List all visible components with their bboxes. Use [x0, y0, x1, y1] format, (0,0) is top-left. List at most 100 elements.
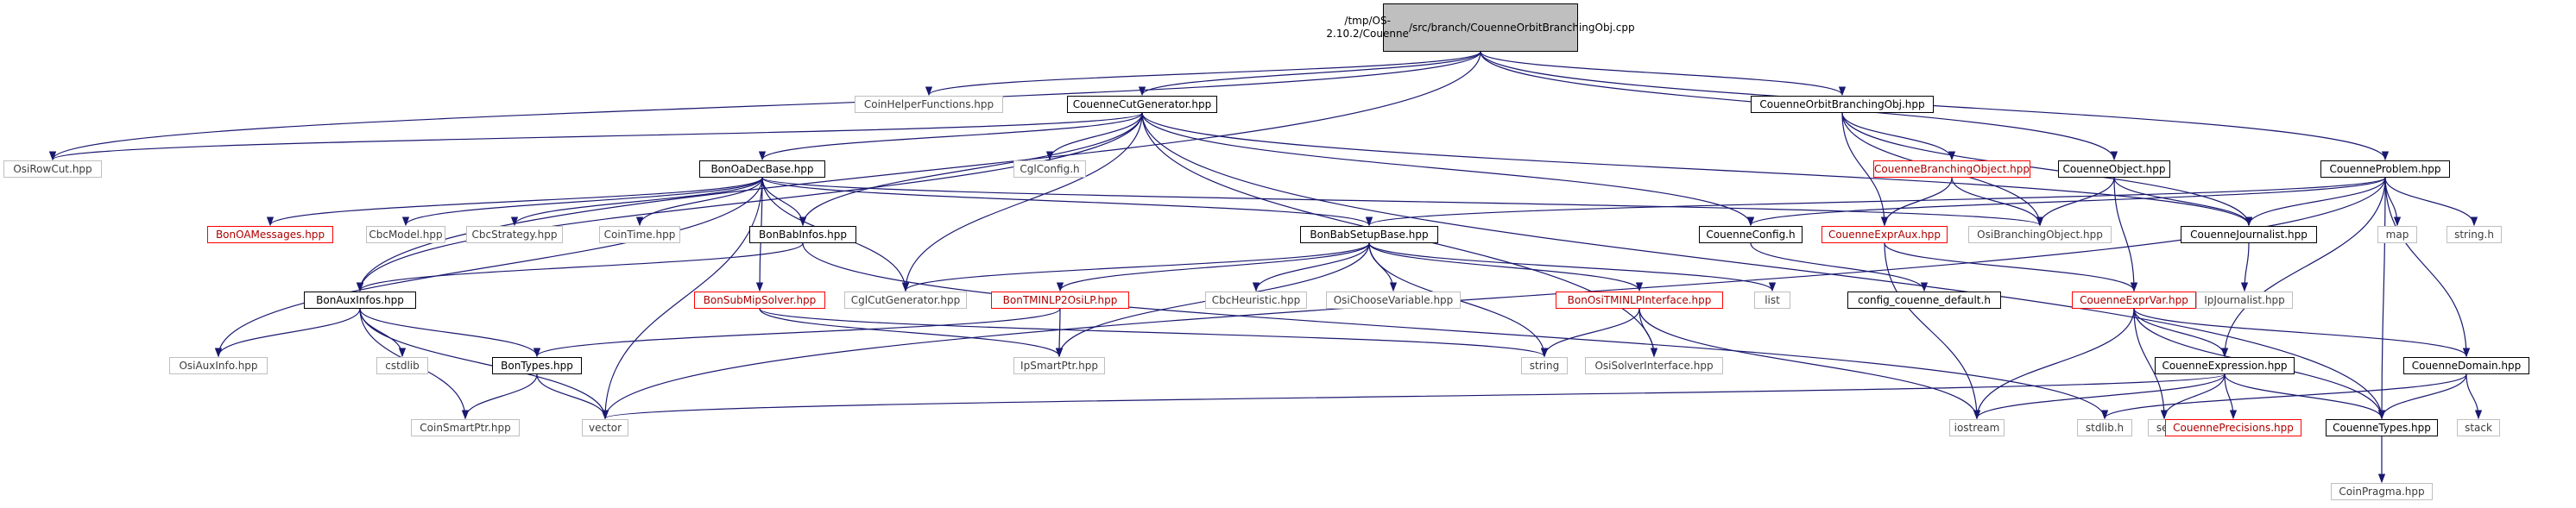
edge-node-bon-bab-infos-to-node-stdlib-h [802, 242, 2109, 420]
node-couenne-orbit-branching-obj[interactable]: CouenneOrbitBranchingObj.hpp [1751, 96, 1934, 113]
edge-node-bon-aux-infos-to-node-bon-types [359, 308, 541, 358]
edge-node-couenne-expr-var-to-node-set [2133, 308, 2169, 420]
node-cgl-cut-generator[interactable]: CglCutGenerator.hpp [844, 292, 967, 309]
node-coin-pragma[interactable]: CoinPragma.hpp [2331, 483, 2433, 500]
node-bon-bab-infos[interactable]: BonBabInfos.hpp [749, 226, 856, 243]
node-stdlib-h[interactable]: stdlib.h [2077, 419, 2132, 436]
node-osi-branching-object[interactable]: OsiBranchingObject.hpp [1968, 226, 2112, 243]
edge-root-file-node-to-node-couenne-orbit-branching-obj [1480, 51, 1847, 97]
node-bon-tminlp2osilp[interactable]: BonTMINLP2OsiLP.hpp [991, 292, 1129, 309]
node-couenne-cut-generator[interactable]: CouenneCutGenerator.hpp [1067, 96, 1217, 113]
root-file-line-1: /tmp/OS-2.10.2/Couenne [1326, 15, 1409, 40]
edge-node-couenne-expression-to-node-couenne-precisions [2224, 373, 2238, 420]
edge-node-couenne-problem-to-node-couenne-expression [2220, 177, 2386, 358]
node-cbc-strategy[interactable]: CbcStrategy.hpp [466, 226, 563, 243]
edge-node-bon-osi-tminlp-interface-to-node-iostream [1638, 308, 1981, 420]
node-couenne-types[interactable]: CouenneTypes.hpp [2326, 419, 2438, 436]
node-string-h[interactable]: string.h [2447, 226, 2502, 243]
edge-node-bon-bab-infos-to-node-bon-aux-infos [356, 242, 804, 292]
edge-node-bon-tminlp2osilp-to-node-bon-types [534, 308, 1061, 358]
node-cbc-heuristic[interactable]: CbcHeuristic.hpp [1205, 292, 1307, 309]
node-string[interactable]: string [1521, 357, 1568, 374]
edge-node-bon-osi-tminlp-interface-to-node-string [1540, 308, 1640, 358]
edge-node-couenne-cut-generator-to-node-couenne-types [1141, 112, 2386, 420]
edge-node-bon-bab-setup-base-to-node-list [1368, 242, 1777, 292]
node-osi-row-cut[interactable]: OsiRowCut.hpp [3, 160, 102, 178]
node-osi-aux-info[interactable]: OsiAuxInfo.hpp [169, 357, 268, 374]
node-couenne-domain[interactable]: CouenneDomain.hpp [2403, 357, 2529, 374]
node-osi-choose-variable[interactable]: OsiChooseVariable.hpp [1326, 292, 1461, 309]
edge-node-couenne-problem-to-node-bon-bab-setup-base [1366, 177, 2386, 227]
node-iostream[interactable]: iostream [1949, 419, 2005, 436]
node-ip-smart-ptr[interactable]: IpSmartPtr.hpp [1013, 357, 1105, 374]
node-list[interactable]: list [1754, 292, 1790, 309]
node-bon-bab-setup-base[interactable]: BonBabSetupBase.hpp [1300, 226, 1438, 243]
edge-node-couenne-expression-to-node-iostream [1973, 373, 2226, 420]
node-coin-time[interactable]: CoinTime.hpp [599, 226, 680, 243]
edge-node-couenne-config-to-node-config-couenne-default [1750, 242, 1929, 292]
edge-node-couenne-cut-generator-to-node-bon-oa-dec-base [758, 112, 1143, 161]
edge-node-bon-oa-dec-base-to-node-bon-bab-infos [761, 177, 807, 227]
edge-node-bon-types-to-node-coin-smart-ptr [461, 373, 538, 420]
node-couenne-object[interactable]: CouenneObject.hpp [2058, 160, 2170, 178]
node-config-couenne-default[interactable]: config_couenne_default.h [1847, 292, 2001, 309]
edge-node-couenne-orbit-branching-obj-to-node-couenne-branching-object [1841, 112, 1956, 161]
edge-node-couenne-domain-to-node-couenne-types [2377, 373, 2467, 420]
edge-node-bon-oa-dec-base-to-node-cbc-strategy [510, 177, 763, 227]
root-file-line-2: /src/branch/CouenneOrbitBranching [1408, 21, 1595, 34]
node-cbc-model[interactable]: CbcModel.hpp [366, 226, 445, 243]
edge-node-bon-bab-setup-base-to-node-cbc-heuristic [1252, 242, 1370, 292]
root-file-node[interactable]: /tmp/OS-2.10.2/Couenne /src/branch/Couen… [1326, 3, 1635, 52]
node-ip-journalist[interactable]: IpJournalist.hpp [2196, 292, 2293, 309]
edge-node-couenne-cut-generator-to-node-bon-aux-infos [356, 112, 1143, 292]
edge-node-bon-oa-dec-base-to-node-vector [601, 177, 763, 420]
node-stack[interactable]: stack [2457, 419, 2500, 436]
node-cstdlib[interactable]: cstdlib [376, 357, 428, 374]
node-bon-oa-messages[interactable]: BonOAMessages.hpp [207, 226, 333, 243]
node-couenne-config[interactable]: CouenneConfig.h [1699, 226, 1803, 243]
edge-node-bon-oa-dec-base-to-node-bon-bab-setup-base [761, 177, 1373, 227]
edge-node-couenne-expr-var-to-node-couenne-domain [2133, 308, 2471, 358]
edge-node-couenne-problem-to-node-couenne-journalist [2245, 177, 2386, 227]
edge-node-couenne-cut-generator-to-node-couenne-config [1141, 112, 1755, 227]
node-cgl-config[interactable]: CglConfig.h [1013, 160, 1086, 178]
edge-node-bon-bab-setup-base-to-node-bon-tminlp2osilp [1056, 242, 1370, 292]
node-bon-sub-mip-solver[interactable]: BonSubMipSolver.hpp [694, 292, 825, 309]
node-couenne-expression[interactable]: CouenneExpression.hpp [2155, 357, 2295, 374]
node-coin-smart-ptr[interactable]: CoinSmartPtr.hpp [411, 419, 520, 436]
edge-node-couenne-expression-to-node-vector [602, 373, 2226, 420]
node-coin-helper-functions[interactable]: CoinHelperFunctions.hpp [855, 96, 1003, 113]
node-couenne-journalist[interactable]: CouenneJournalist.hpp [2181, 226, 2317, 243]
node-map[interactable]: map [2377, 226, 2417, 243]
node-osi-solver-interface[interactable]: OsiSolverInterface.hpp [1585, 357, 1723, 374]
edge-node-bon-oa-dec-base-to-node-bon-oa-messages [266, 177, 763, 227]
node-bon-oa-dec-base[interactable]: BonOaDecBase.hpp [699, 160, 825, 178]
node-bon-aux-infos[interactable]: BonAuxInfos.hpp [304, 292, 416, 309]
edge-node-couenne-cut-generator-to-node-bon-bab-infos [799, 112, 1143, 227]
node-couenne-branching-object[interactable]: CouenneBranchingObject.hpp [1873, 160, 2030, 178]
edge-node-bon-aux-infos-to-node-vector [359, 308, 609, 420]
node-couenne-expr-var[interactable]: CouenneExprVar.hpp [2072, 292, 2196, 309]
edge-node-couenne-problem-to-node-string-h [2384, 177, 2478, 227]
edge-node-bon-oa-dec-base-to-node-coin-time [635, 177, 763, 227]
edge-node-couenne-problem-to-node-vector [601, 177, 2386, 420]
root-file-line-3: Obj.cpp [1594, 21, 1635, 34]
edge-node-couenne-expr-var-to-node-iostream [1973, 308, 2135, 420]
edge-root-file-node-to-node-couenne-cut-generator [1138, 51, 1481, 97]
edge-node-bon-bab-setup-base-to-node-bon-osi-tminlp-interface [1368, 242, 1644, 292]
edge-node-couenne-expression-to-node-couenne-types [2224, 373, 2386, 420]
node-couenne-precisions[interactable]: CouennePrecisions.hpp [2165, 419, 2301, 436]
edge-node-couenne-expr-aux-to-node-couenne-expr-var [1884, 242, 2138, 292]
edge-root-file-node-to-node-osi-row-cut [49, 51, 1481, 161]
edge-node-bon-osi-tminlp-interface-to-node-osi-solver-interface [1638, 308, 1658, 358]
node-bon-types[interactable]: BonTypes.hpp [492, 357, 582, 374]
edge-node-couenne-object-to-node-couenne-journalist [2113, 177, 2253, 227]
edge-root-file-node-to-node-bon-aux-infos [356, 51, 1481, 292]
node-bon-osi-tminlp-interface[interactable]: BonOsiTMINLPInterface.hpp [1556, 292, 1723, 309]
node-couenne-problem[interactable]: CouenneProblem.hpp [2320, 160, 2450, 178]
node-vector[interactable]: vector [582, 419, 628, 436]
node-couenne-expr-aux[interactable]: CouenneExprAux.hpp [1822, 226, 1948, 243]
edge-node-bon-oa-dec-base-to-node-cbc-model [401, 177, 763, 227]
